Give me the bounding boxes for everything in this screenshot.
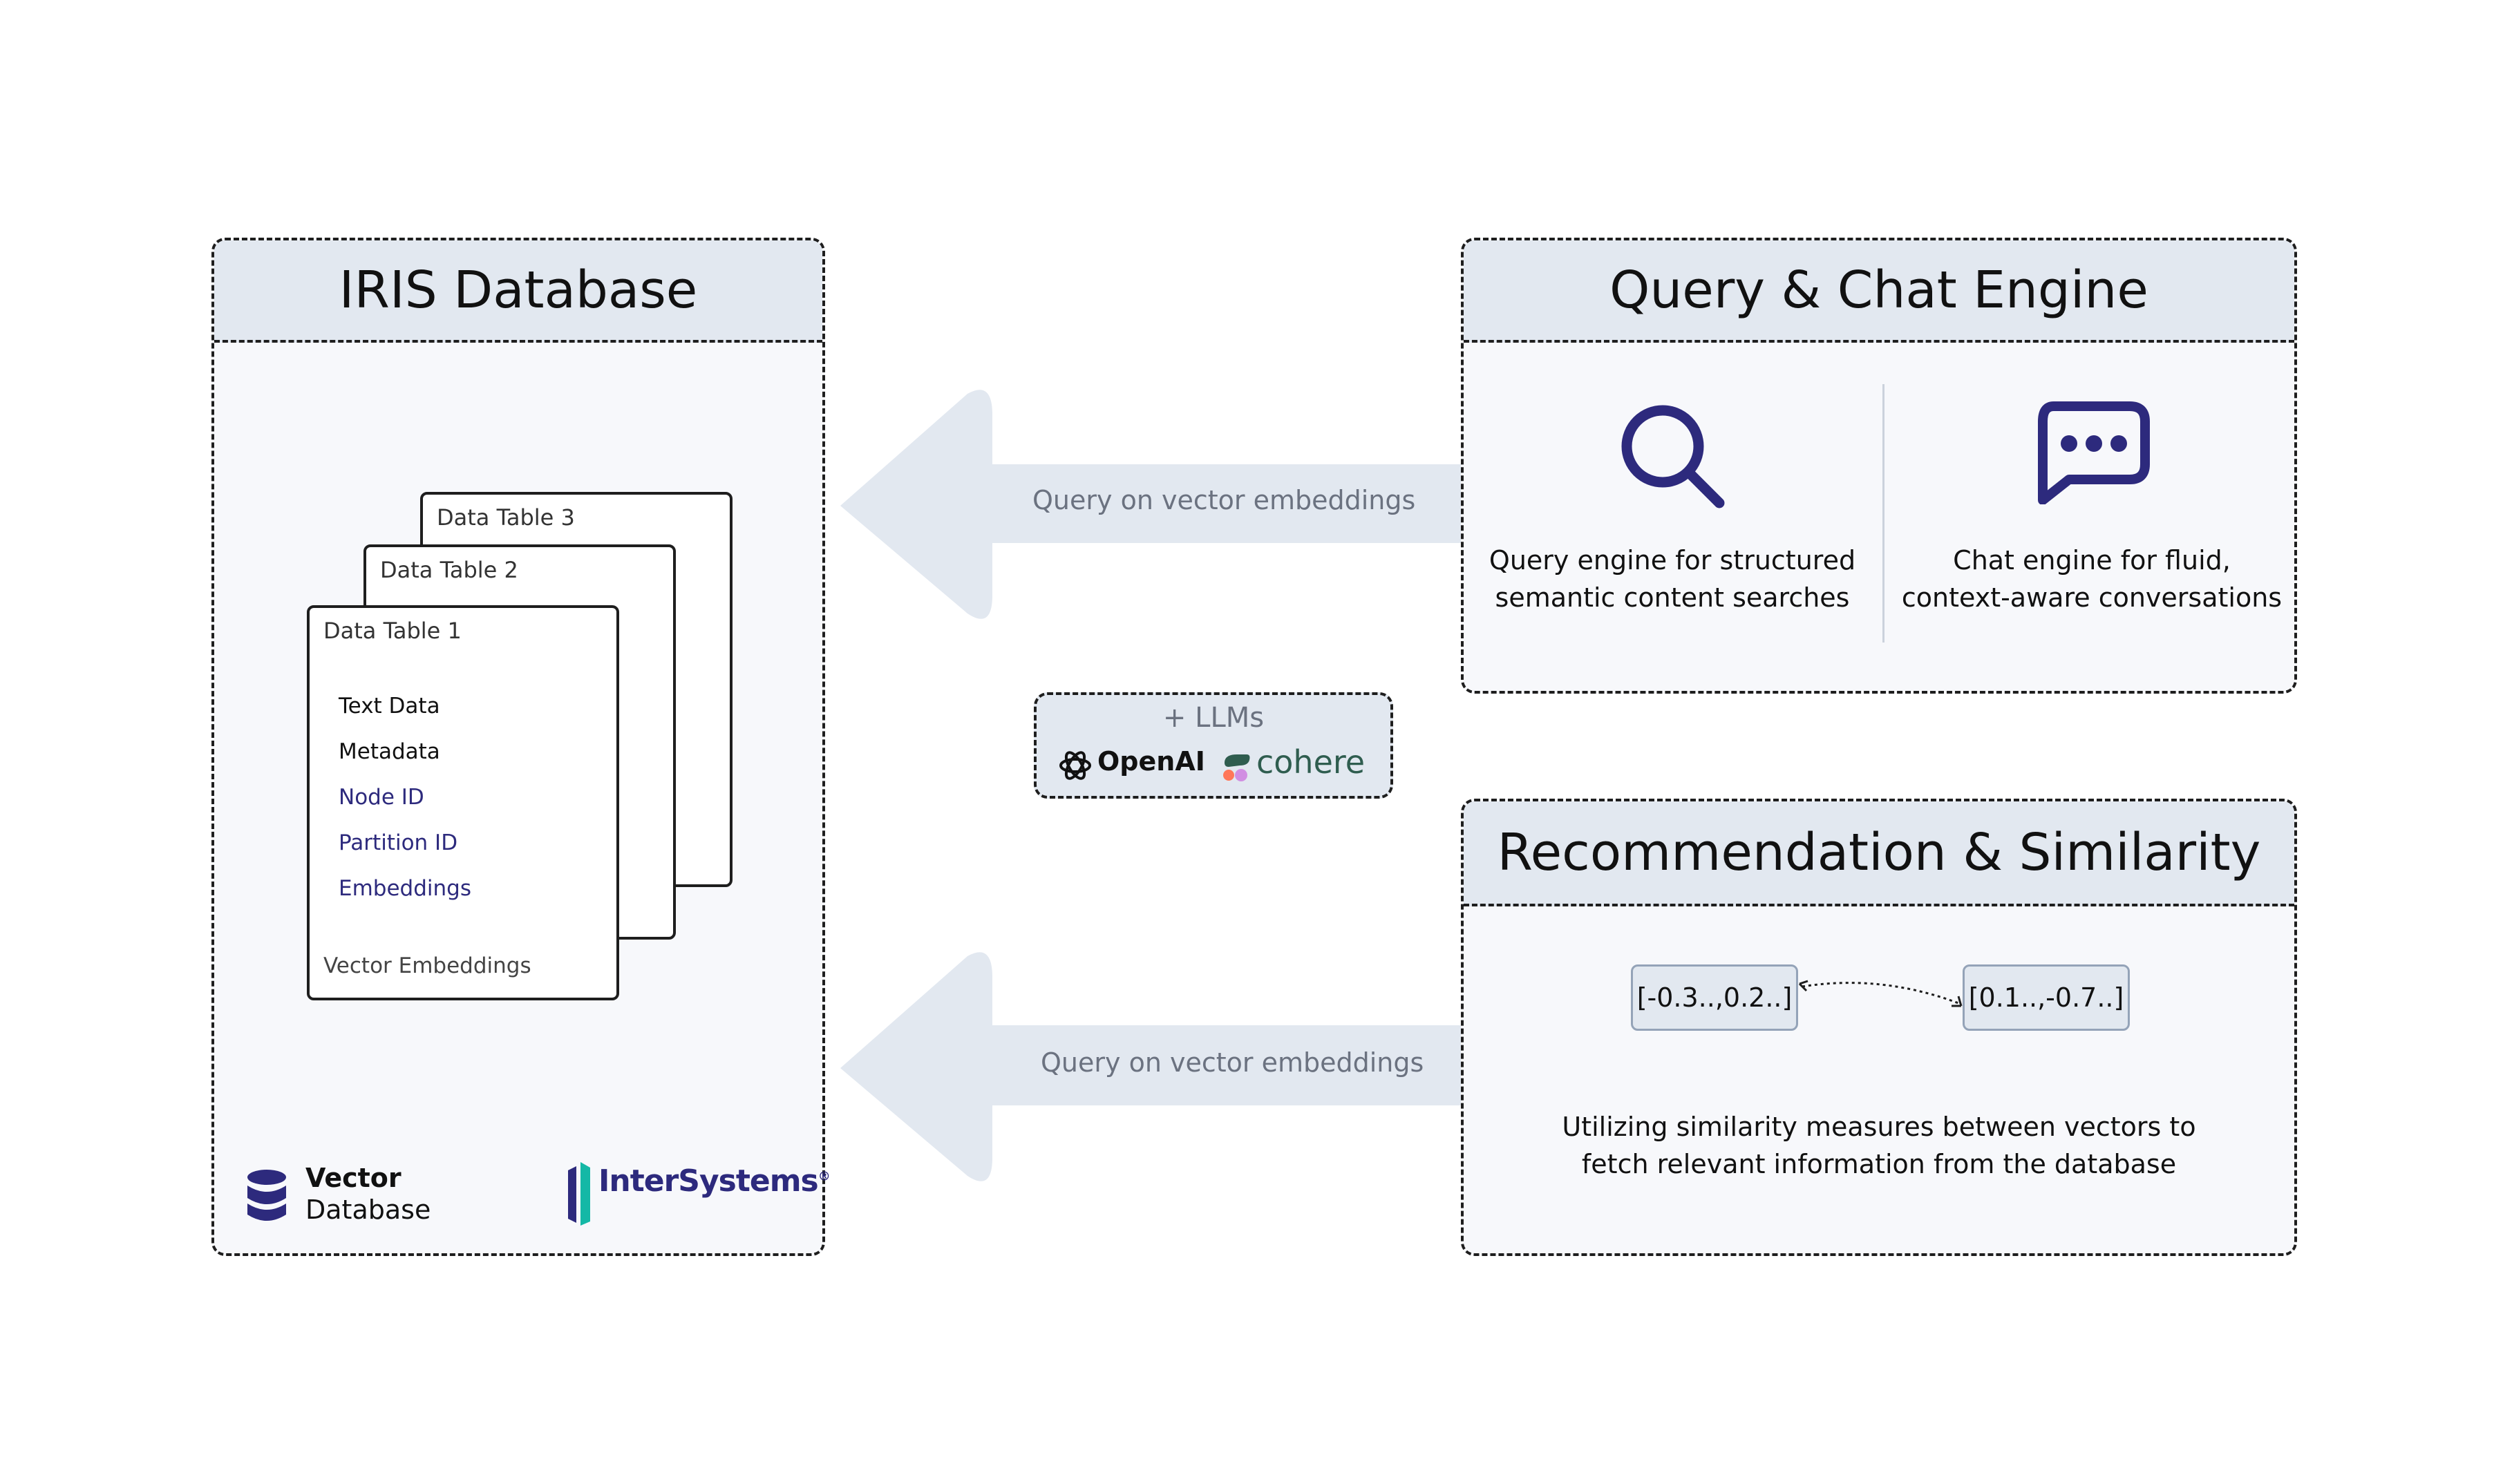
intersystems-logo-icon [565,1161,593,1226]
query-engine-description: Query engine for structured semantic con… [1464,542,1881,616]
data-table-1-label: Data Table 1 [323,618,462,644]
cohere-label: cohere [1256,743,1366,781]
bottom-arrow [840,952,1466,1181]
registered-mark: ® [818,1169,831,1184]
llms-box: + LLMs OpenAI cohere [1034,692,1393,799]
vector-database-label: Vector Database [305,1162,431,1226]
vector-box-2: [0.1..,-0.7..] [1963,964,2130,1031]
top-arrow-label: Query on vector embeddings [1032,485,1416,515]
recommendation-similarity-header: Recommendation & Similarity [1464,801,2294,906]
openai-label: OpenAI [1097,746,1205,777]
field-node-id: Node ID [339,785,424,810]
recommendation-similarity-title: Recommendation & Similarity [1497,823,2261,882]
intersystems-brand: InterSystems® [598,1163,831,1199]
vector-embeddings-label: Vector Embeddings [323,953,531,978]
recommendation-similarity-panel: Recommendation & Similarity [-0.3..,0.2.… [1461,799,2297,1256]
field-embeddings: Embeddings [339,876,471,901]
database-icon [246,1169,287,1224]
query-chat-engine-title: Query & Chat Engine [1609,260,2148,320]
data-table-2-label: Data Table 2 [380,557,518,583]
data-table-3-label: Data Table 3 [437,504,575,531]
iris-database-header: IRIS Database [214,240,822,343]
field-metadata: Metadata [339,739,440,764]
query-desc-line-1: Query engine for structured [1489,545,1856,575]
similarity-desc-line-1: Utilizing similarity measures between ve… [1562,1112,2196,1142]
chat-desc-line-1: Chat engine for fluid, [1953,545,2231,575]
bottom-arrow-label: Query on vector embeddings [1041,1047,1424,1078]
query-chat-engine-panel: Query & Chat Engine Query engine for str… [1461,238,2297,694]
chat-engine-description: Chat engine for fluid, context-aware con… [1887,542,2294,616]
similarity-desc-line-2: fetch relevant information from the data… [1581,1149,2177,1179]
search-icon [1616,399,1733,517]
top-arrow [840,390,1466,619]
query-desc-line-2: semantic content searches [1495,582,1850,613]
data-table-card-1: Data Table 1 Text Data Metadata Node ID … [307,605,619,1000]
field-text-data: Text Data [339,694,440,719]
similarity-connector [1798,980,1963,1007]
query-chat-engine-header: Query & Chat Engine [1464,240,2294,343]
cohere-logo-icon [1222,752,1252,782]
database-label: Database [305,1195,431,1225]
iris-database-title: IRIS Database [339,260,698,320]
engine-divider [1882,384,1884,643]
intersystems-brand-text: InterSystems [598,1163,819,1199]
llms-title: + LLMs [1162,702,1265,734]
similarity-description: Utilizing similarity measures between ve… [1464,1108,2294,1183]
vector-box-1: [-0.3..,0.2..] [1631,964,1798,1031]
field-partition-id: Partition ID [339,830,458,855]
openai-logo-icon [1057,748,1093,783]
chat-desc-line-2: context-aware conversations [1901,582,2283,613]
vector-label: Vector [305,1163,402,1193]
chat-bubble-icon [2033,401,2151,505]
